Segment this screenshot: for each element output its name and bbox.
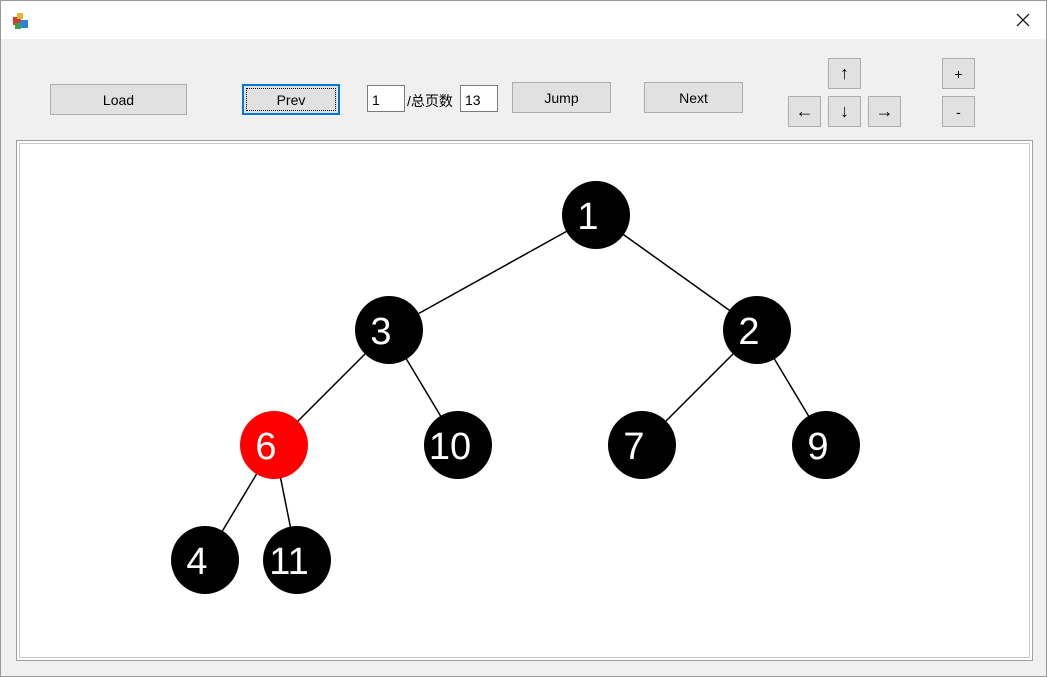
tree-node-label: 3 bbox=[370, 311, 391, 353]
pan-down-button[interactable]: ↓ bbox=[828, 96, 861, 127]
total-pages-label: /总页数 bbox=[407, 93, 453, 109]
tree-node-3: 3 bbox=[355, 296, 423, 364]
total-pages-field[interactable] bbox=[460, 85, 498, 112]
tree-node-9: 9 bbox=[792, 411, 860, 479]
app-icon bbox=[13, 13, 28, 29]
tree-node-4: 4 bbox=[171, 526, 239, 594]
tree-node-6: 6 bbox=[240, 411, 308, 479]
tree-node-circle bbox=[562, 181, 630, 249]
close-button[interactable] bbox=[1000, 1, 1046, 39]
prev-button[interactable]: Prev bbox=[242, 84, 340, 115]
tree-diagram: 1 3 2 6 10 7 9 4 11 bbox=[171, 181, 860, 594]
tree-node-circle bbox=[263, 526, 331, 594]
page-number-input[interactable] bbox=[367, 85, 405, 112]
tree-node-7: 7 bbox=[608, 411, 676, 479]
next-button[interactable]: Next bbox=[644, 82, 743, 113]
tree-node-label: 10 bbox=[429, 426, 471, 468]
tree-node-circle bbox=[424, 411, 492, 479]
tree-node-2: 2 bbox=[723, 296, 791, 364]
title-bar bbox=[1, 1, 1046, 39]
tree-node-10: 10 bbox=[424, 411, 492, 479]
zoom-out-button[interactable]: - bbox=[942, 96, 975, 127]
load-button[interactable]: Load bbox=[50, 84, 187, 115]
tree-node-1: 1 bbox=[562, 181, 630, 249]
pan-left-button[interactable]: ← bbox=[788, 96, 821, 127]
tree-node-label: 4 bbox=[186, 541, 207, 583]
tree-node-label: 6 bbox=[255, 426, 276, 468]
jump-button[interactable]: Jump bbox=[512, 82, 611, 113]
tree-node-circle bbox=[792, 411, 860, 479]
tree-node-label: 7 bbox=[623, 426, 644, 468]
tree-node-circle bbox=[240, 411, 308, 479]
tree-edge-1-3 bbox=[388, 214, 597, 331]
close-icon bbox=[1016, 13, 1030, 27]
tree-node-11: 11 bbox=[263, 526, 331, 594]
tree-node-circle bbox=[723, 296, 791, 364]
tree-node-label: 1 bbox=[577, 196, 598, 238]
tree-node-label: 11 bbox=[269, 541, 308, 583]
tree-node-label: 9 bbox=[807, 426, 828, 468]
tree-node-circle bbox=[355, 296, 423, 364]
zoom-in-button[interactable]: + bbox=[942, 58, 975, 89]
pan-right-button[interactable]: → bbox=[868, 96, 901, 127]
tree-node-label: 2 bbox=[738, 311, 759, 353]
tree-canvas[interactable]: 1 3 2 6 10 7 9 4 11 bbox=[19, 143, 1030, 658]
tree-canvas-frame: 1 3 2 6 10 7 9 4 11 bbox=[16, 140, 1033, 661]
tree-node-circle bbox=[171, 526, 239, 594]
tree-node-circle bbox=[608, 411, 676, 479]
pan-up-button[interactable]: ↑ bbox=[828, 58, 861, 89]
